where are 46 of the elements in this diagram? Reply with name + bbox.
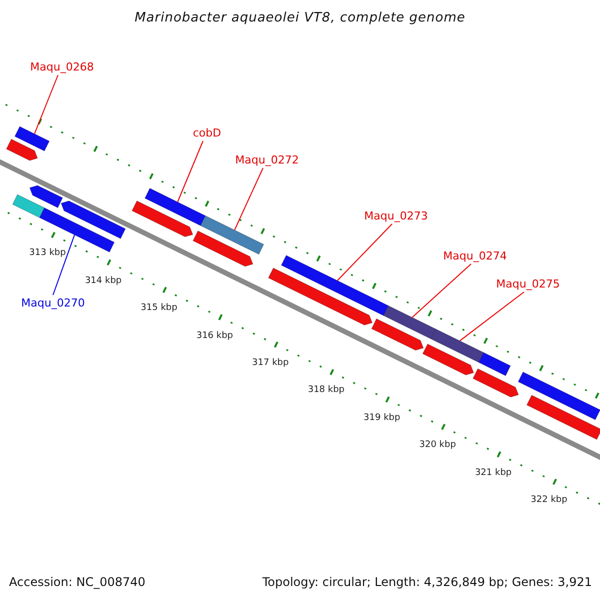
tick-label: 321 kbp — [474, 468, 512, 478]
gene-bar — [200, 215, 264, 255]
gene-bar — [192, 230, 254, 267]
gene-bar — [383, 305, 436, 340]
tick-label: 315 kbp — [140, 303, 178, 314]
tick-label: 320 kbp — [419, 440, 456, 450]
gene-label: Maqu_0273 — [364, 210, 428, 222]
gene-bar — [422, 344, 474, 376]
gene-label: Maqu_0272 — [235, 154, 299, 166]
leader-line — [52, 234, 75, 296]
gene-bar — [518, 372, 600, 420]
leader-line — [234, 168, 264, 230]
tick-label: 313 kbp — [29, 248, 66, 258]
gene-bar — [478, 352, 511, 376]
gene-label: Maqu_0270 — [21, 296, 85, 310]
gene-bar — [14, 126, 50, 152]
tick-label: 317 kbp — [252, 358, 289, 368]
gene-label: cobD — [192, 126, 222, 140]
gene-bar — [371, 318, 424, 351]
tick-label: 318 kbp — [308, 385, 345, 396]
gene-bar — [132, 200, 194, 238]
leader-line — [336, 224, 392, 282]
gene-bar — [430, 328, 484, 363]
leader-line — [34, 74, 58, 134]
gene-label: Maqu_0268 — [30, 60, 94, 74]
gene-bar — [6, 138, 38, 161]
gene-bar — [268, 268, 373, 326]
gene-label: Maqu_0275 — [496, 278, 560, 290]
tick-label: 314 kbp — [84, 276, 122, 286]
gene-bar — [29, 185, 63, 208]
gene-label: Maqu_0274 — [443, 250, 507, 262]
gene-bar — [144, 188, 206, 226]
gene-bar — [526, 394, 600, 440]
footer-text: Topology: circular; Length: 4,326,849 bp; Genes: 3,921 — [262, 575, 592, 589]
footer-text: Accession: NC_008740 — [9, 575, 146, 589]
leader-line — [459, 292, 524, 342]
gene-bar — [280, 255, 389, 316]
leader-line — [412, 264, 472, 318]
leader-line — [177, 140, 204, 202]
tick-label: 319 kbp — [364, 412, 400, 423]
tick-label: 322 kbp — [530, 495, 568, 506]
gene-bar — [12, 194, 45, 218]
title: Marinobacter aquaeolei VT8, complete genome — [134, 10, 466, 26]
gene-bar — [472, 368, 519, 398]
gene-bar — [60, 200, 126, 239]
tick-label: 316 kbp — [196, 330, 234, 341]
